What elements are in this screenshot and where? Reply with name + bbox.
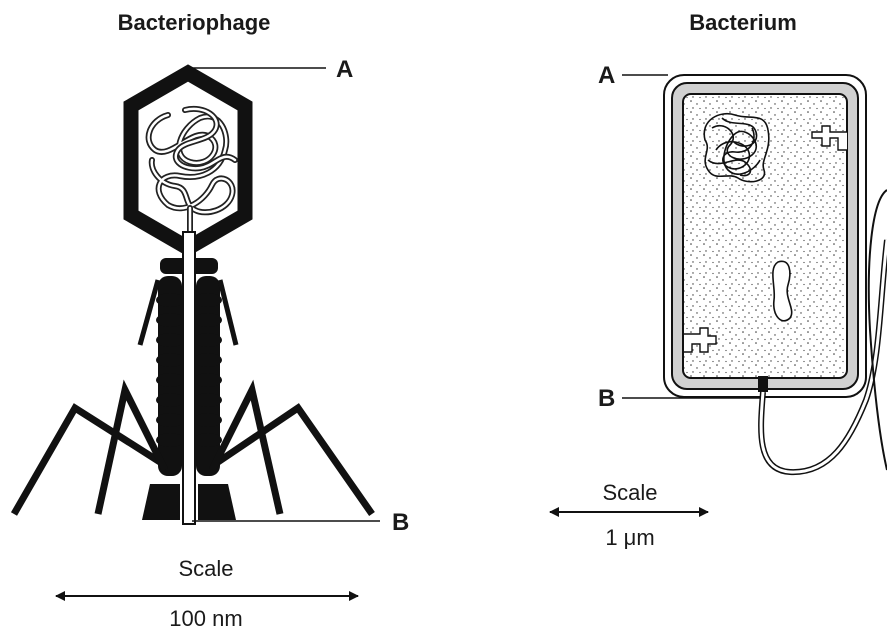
bacterium-flagellum-base [758, 376, 768, 392]
bacterium-scale-value: 1 μm [605, 525, 654, 550]
phage-tail-core [183, 232, 195, 524]
phage-scale-value: 100 nm [169, 606, 242, 631]
bacterium-label-a: A [598, 62, 615, 89]
phage-title: Bacteriophage [118, 10, 271, 35]
bacteriophage-figure: Bacteriophage [14, 10, 409, 631]
bacterium-title: Bacterium [689, 10, 797, 35]
bacterium-scale-label: Scale [602, 480, 657, 505]
phage-label-b: B [392, 509, 409, 536]
phage-dna-coil [149, 109, 235, 232]
phage-label-a: A [336, 56, 353, 83]
phage-scale-label: Scale [178, 556, 233, 581]
bacterium-label-b: B [598, 385, 615, 412]
bacterium-figure: Bacterium A B [550, 10, 887, 550]
